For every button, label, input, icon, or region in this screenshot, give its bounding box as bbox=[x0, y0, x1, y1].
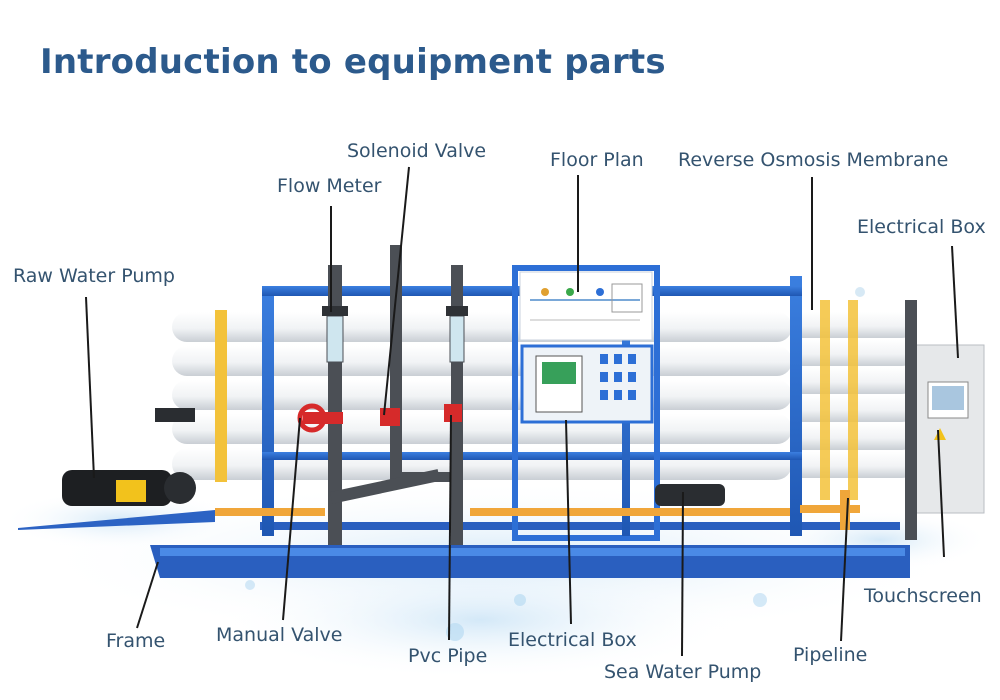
leader-lines bbox=[85, 166, 959, 657]
base-frame bbox=[18, 510, 910, 578]
control-panel bbox=[520, 344, 654, 424]
orange-pipelines bbox=[215, 490, 860, 530]
label-solenoid-valve: Solenoid Valve bbox=[347, 140, 487, 162]
label-manual-valve: Manual Valve bbox=[216, 624, 343, 646]
raw-water-pump bbox=[62, 408, 196, 506]
label-electrical-box-cabinet: Electrical Box bbox=[857, 216, 986, 238]
label-flow-meter: Flow Meter bbox=[277, 175, 382, 197]
label-reverse-osmosis-membrane: Reverse Osmosis Membrane bbox=[678, 149, 949, 171]
label-touchscreen: Touchscreen bbox=[864, 585, 982, 607]
label-pvc-pipe: Pvc Pipe bbox=[408, 645, 488, 667]
electrical-box-cabinet bbox=[911, 344, 985, 514]
label-pipeline: Pipeline bbox=[793, 644, 868, 666]
flow-meters bbox=[322, 306, 468, 363]
label-floor-plan: Floor Plan bbox=[550, 149, 644, 171]
label-electrical-box-panel: Electrical Box bbox=[508, 629, 637, 651]
page-title: Introduction to equipment parts bbox=[40, 42, 666, 82]
label-sea-water-pump: Sea Water Pump bbox=[604, 661, 762, 683]
label-frame: Frame bbox=[106, 630, 166, 652]
label-raw-water-pump: Raw Water Pump bbox=[13, 265, 175, 287]
floor-plan-board bbox=[519, 271, 653, 341]
sea-water-pump bbox=[655, 484, 725, 506]
